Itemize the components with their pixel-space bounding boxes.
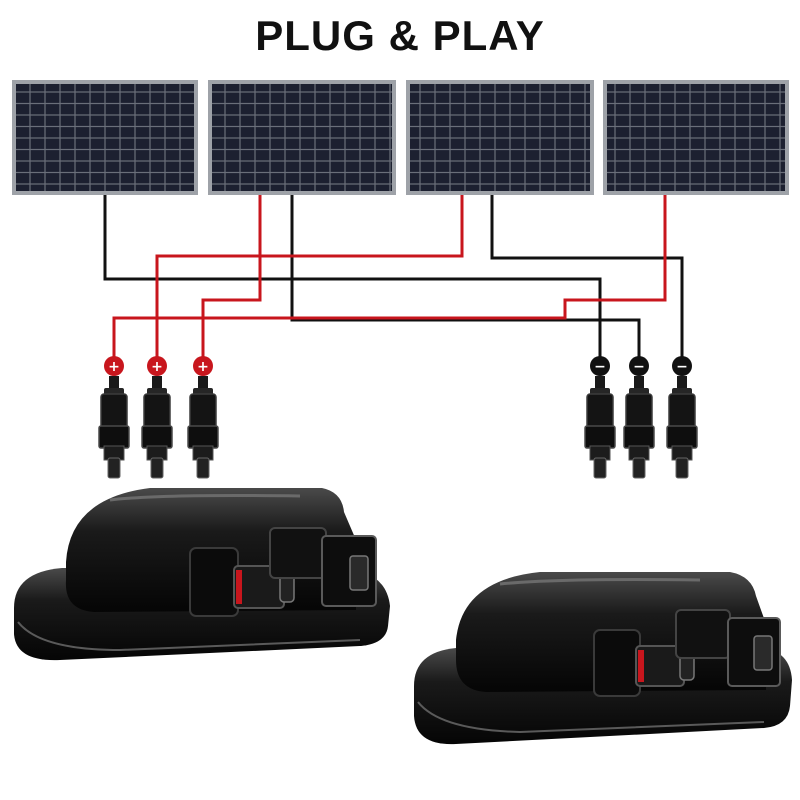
positive-connector-1: + bbox=[98, 356, 130, 479]
negative-connector-2: − bbox=[623, 356, 655, 479]
positive-badge: + bbox=[193, 356, 213, 376]
negative-badge: − bbox=[629, 356, 649, 376]
negative-symbol: − bbox=[594, 359, 606, 375]
positive-symbol: + bbox=[108, 359, 120, 375]
negative-connector-3: − bbox=[666, 356, 698, 479]
solar-panel-1 bbox=[12, 80, 198, 195]
positive-wire-panel-4 bbox=[112, 195, 667, 360]
mc4-connector-icon bbox=[584, 376, 616, 479]
entry-gland-right bbox=[414, 572, 792, 745]
positive-connector-2: + bbox=[141, 356, 173, 479]
positive-wire-panel-3 bbox=[155, 195, 464, 360]
negative-wire-panel-3 bbox=[490, 195, 684, 360]
solar-panel-4 bbox=[603, 80, 789, 195]
mc4-connector-icon bbox=[623, 376, 655, 479]
page-title: PLUG & PLAY bbox=[255, 12, 545, 59]
solar-panel-2 bbox=[208, 80, 396, 195]
mc4-connector-icon bbox=[187, 376, 219, 479]
negative-connector-1: − bbox=[584, 356, 616, 479]
positive-symbol: + bbox=[151, 359, 163, 375]
mc4-connector-icon bbox=[666, 376, 698, 479]
negative-wire-panel-1 bbox=[103, 195, 602, 360]
negative-badge: − bbox=[590, 356, 610, 376]
positive-wire-panel-2 bbox=[201, 195, 262, 360]
positive-badge: + bbox=[147, 356, 167, 376]
negative-symbol: − bbox=[633, 359, 645, 375]
entry-gland-left bbox=[14, 488, 390, 661]
mc4-connector-icon bbox=[141, 376, 173, 479]
mc4-connector-icon bbox=[98, 376, 130, 479]
solar-panel-3 bbox=[406, 80, 594, 195]
positive-connector-3: + bbox=[187, 356, 219, 479]
positive-badge: + bbox=[104, 356, 124, 376]
negative-badge: − bbox=[672, 356, 692, 376]
negative-symbol: − bbox=[676, 359, 688, 375]
positive-symbol: + bbox=[197, 359, 209, 375]
